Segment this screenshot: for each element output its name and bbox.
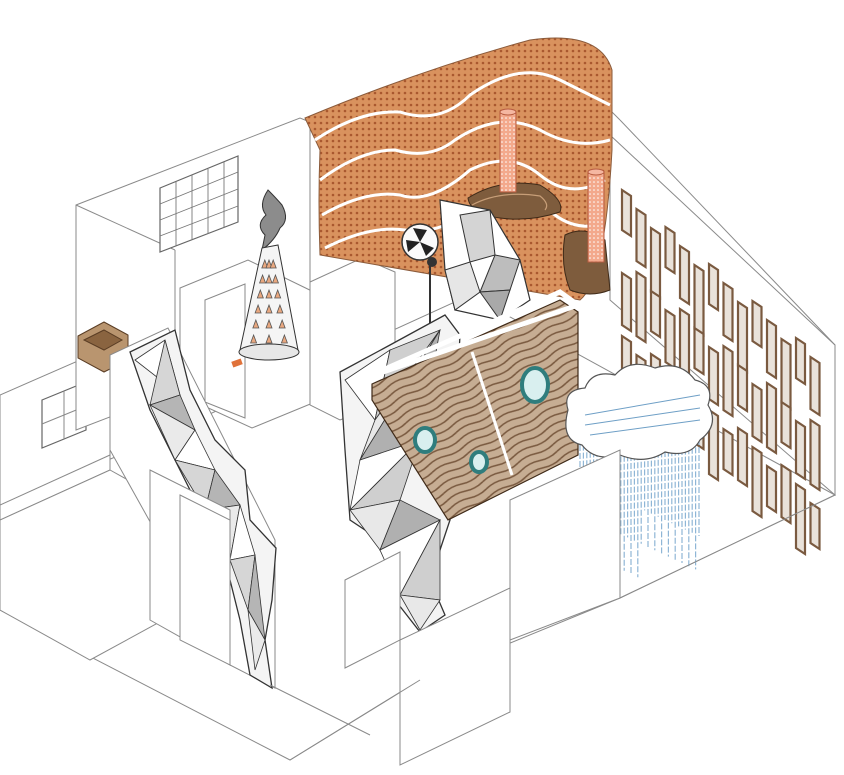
tower-facet bbox=[265, 273, 273, 284]
tower-facet bbox=[258, 273, 267, 284]
picture-frame bbox=[736, 299, 749, 375]
picture-frame bbox=[736, 425, 749, 489]
tower-facet bbox=[271, 273, 280, 284]
porthole-large bbox=[520, 366, 550, 404]
copper-wave-wall bbox=[304, 37, 613, 301]
tower-facet bbox=[265, 258, 273, 269]
picture-frame bbox=[635, 269, 647, 345]
picture-frame bbox=[751, 444, 763, 520]
picture-frame bbox=[693, 325, 705, 377]
tower-facet bbox=[261, 258, 269, 269]
origami-rock-wall-center bbox=[439, 199, 531, 322]
glowing-column-right bbox=[587, 168, 605, 263]
picture-frame bbox=[707, 344, 720, 408]
picture-frame bbox=[809, 500, 821, 552]
picture-frame bbox=[620, 270, 633, 334]
picture-frame bbox=[765, 463, 778, 515]
tower-facet bbox=[280, 333, 288, 344]
tower-facet bbox=[265, 333, 273, 344]
picture-frame bbox=[736, 362, 749, 414]
picture-frame bbox=[794, 335, 807, 387]
picture-frame bbox=[780, 399, 792, 451]
glowing-column-left bbox=[499, 108, 517, 193]
picture-frame bbox=[751, 381, 763, 445]
picture-frame bbox=[765, 317, 778, 381]
picture-frame bbox=[809, 354, 821, 418]
left-partition bbox=[149, 469, 231, 666]
picture-frame bbox=[620, 187, 633, 239]
tower-facet bbox=[254, 303, 262, 314]
tower-facet bbox=[278, 318, 286, 329]
picture-frame bbox=[664, 307, 676, 371]
picture-frame bbox=[780, 462, 792, 526]
porthole-mid bbox=[413, 426, 437, 454]
picture-frame bbox=[635, 206, 647, 270]
flame-tower-sculpture bbox=[231, 189, 300, 368]
picture-frame bbox=[794, 481, 807, 557]
wavy-wood-wall bbox=[358, 289, 584, 521]
picture-frame bbox=[722, 343, 734, 419]
picture-frame bbox=[649, 225, 662, 301]
picture-frames-wall bbox=[620, 187, 821, 557]
picture-frame bbox=[794, 418, 807, 482]
tower-facet bbox=[276, 303, 284, 314]
tower-facet bbox=[274, 288, 282, 299]
tower-facet bbox=[265, 318, 273, 329]
rock-facet bbox=[399, 594, 441, 631]
window-back bbox=[159, 155, 239, 253]
rock-facet bbox=[247, 609, 266, 671]
picture-frame bbox=[780, 336, 792, 412]
standing-fan bbox=[401, 223, 439, 339]
picture-frame bbox=[722, 426, 734, 478]
picture-frame bbox=[678, 243, 691, 307]
picture-frame bbox=[664, 224, 676, 276]
picture-frame bbox=[693, 262, 705, 338]
picture-frame bbox=[707, 261, 720, 313]
picture-frame bbox=[765, 380, 778, 456]
tower-facet bbox=[256, 288, 264, 299]
tower-facet bbox=[265, 288, 273, 299]
tower-facet bbox=[265, 303, 273, 314]
tower-facet bbox=[252, 318, 260, 329]
picture-frame bbox=[809, 417, 821, 493]
picture-frame bbox=[722, 280, 734, 344]
front-walls bbox=[0, 449, 836, 766]
picture-frame bbox=[751, 298, 763, 350]
tower-facet bbox=[269, 258, 277, 269]
porthole-small bbox=[469, 450, 489, 474]
picture-frame bbox=[649, 288, 662, 340]
tower-facet bbox=[250, 333, 258, 344]
